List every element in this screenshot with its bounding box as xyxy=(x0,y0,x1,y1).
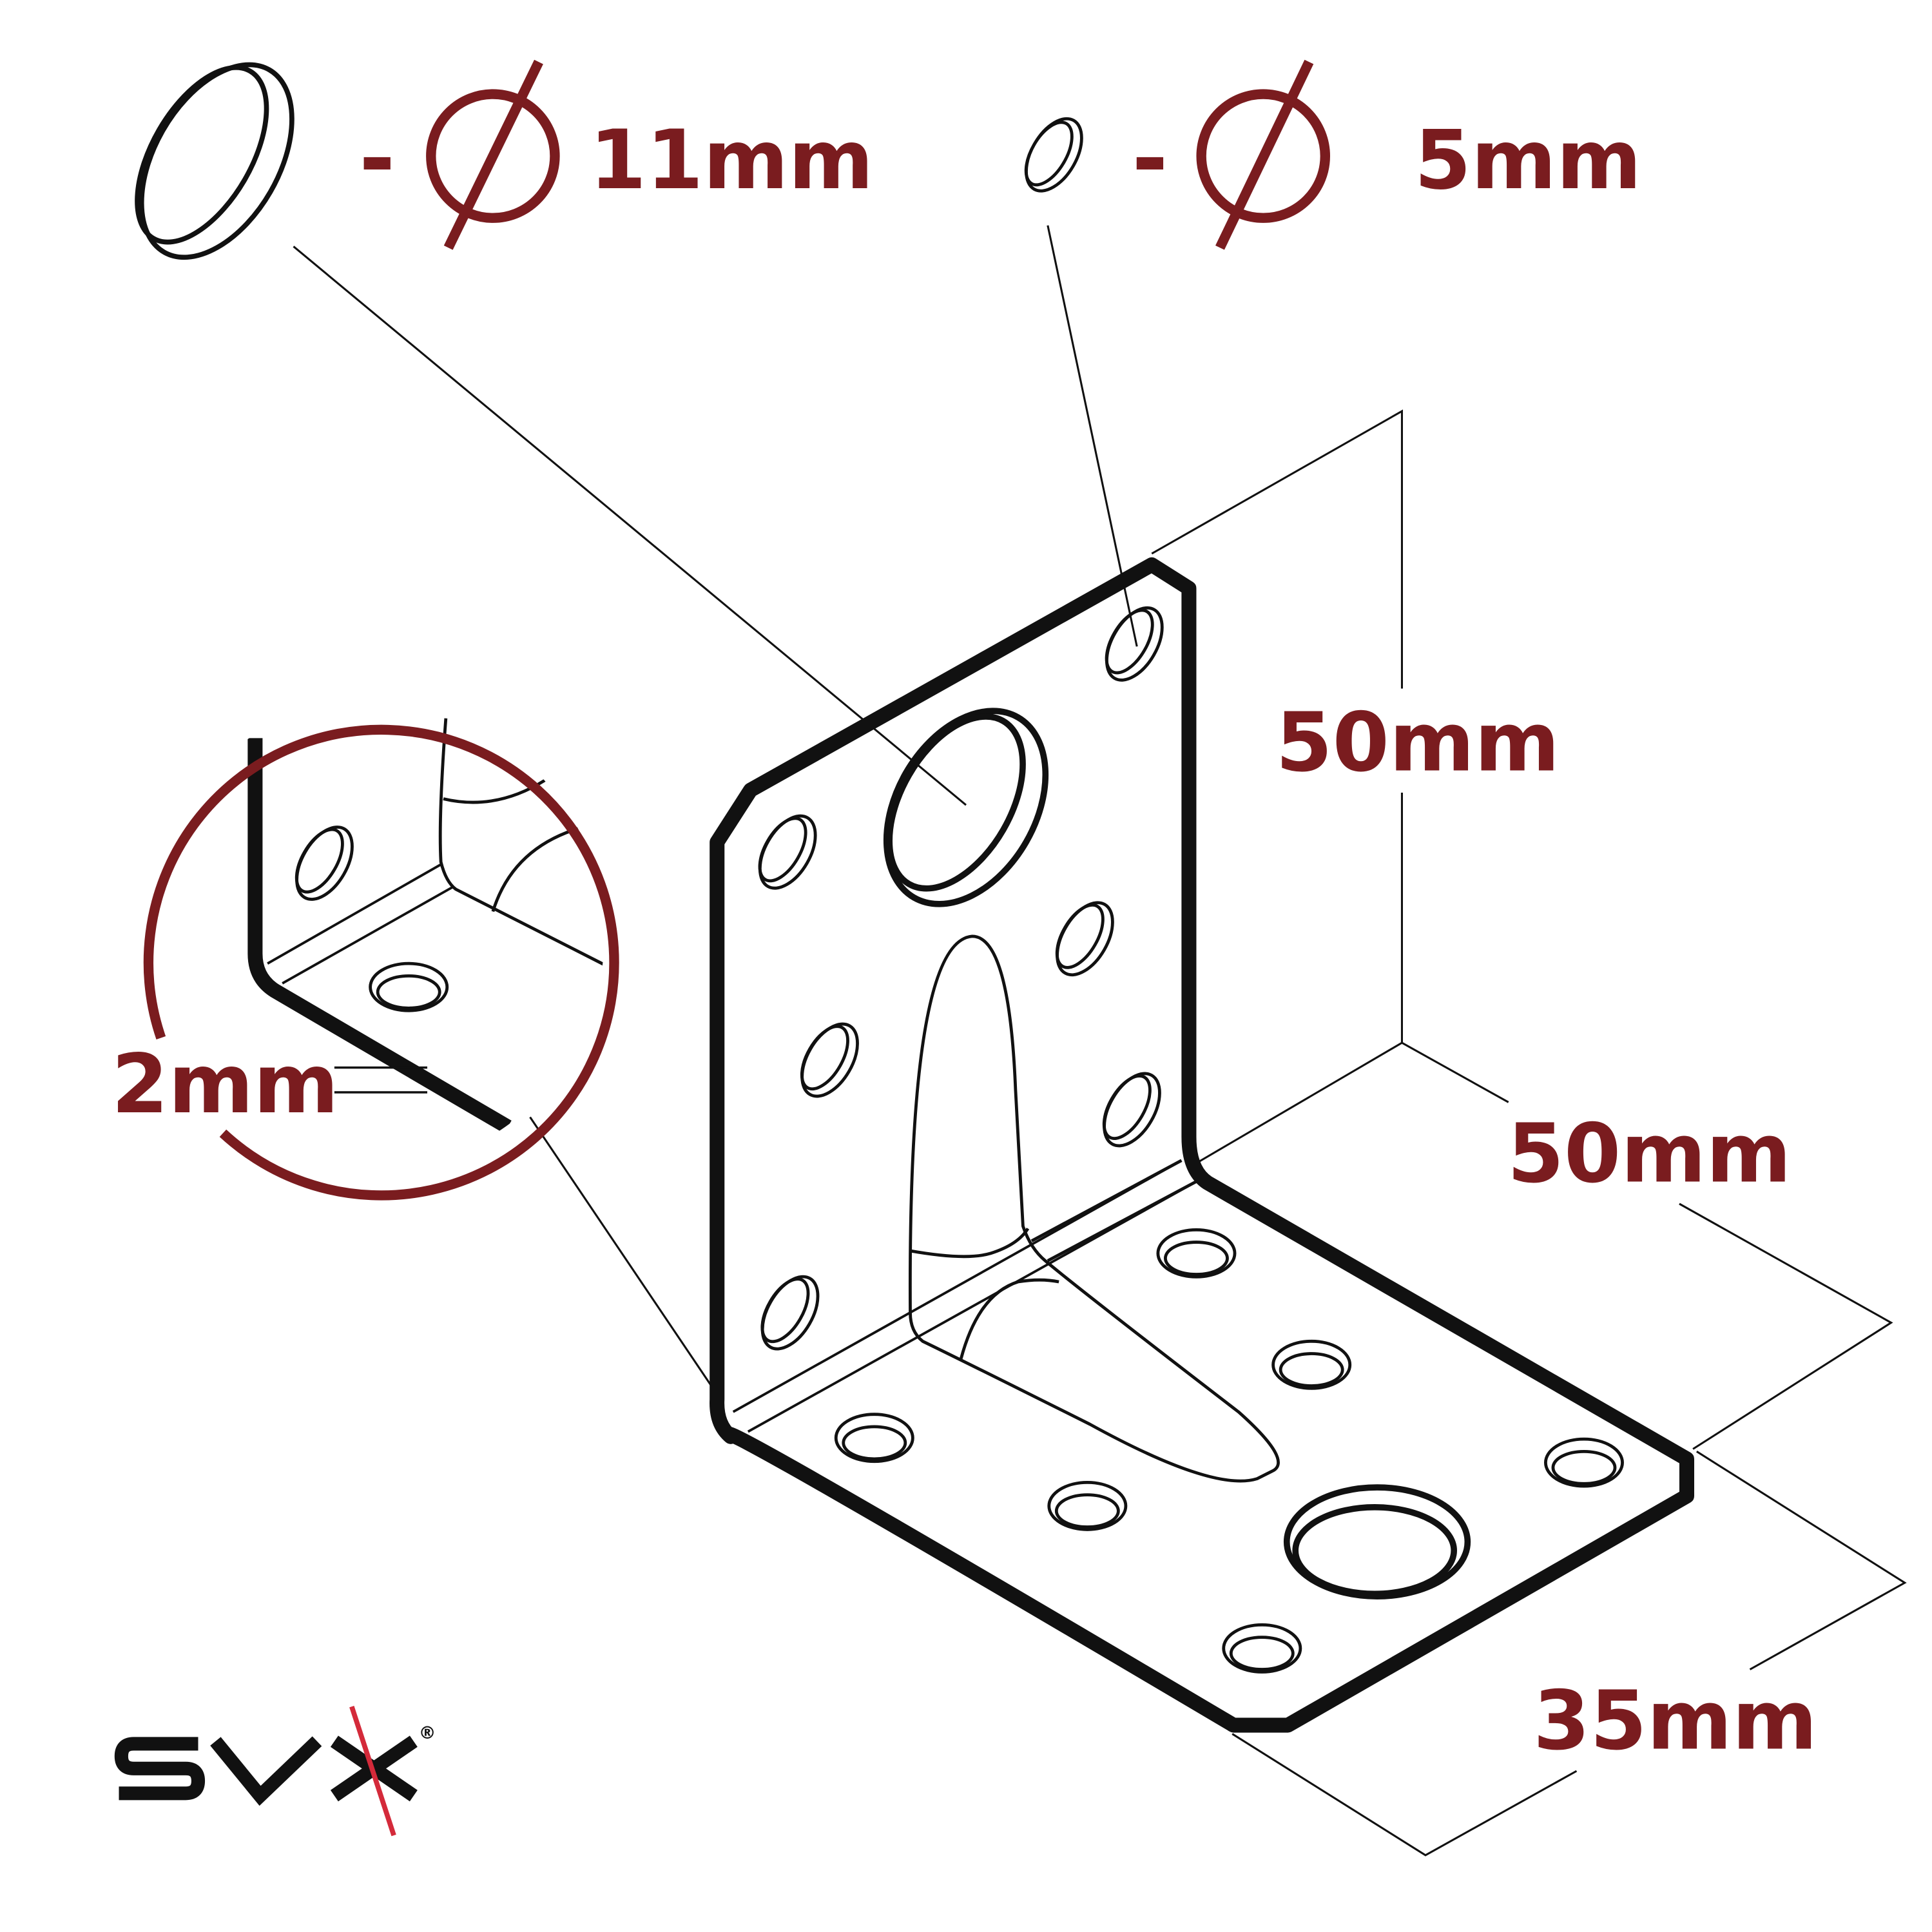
small-hole-dash: - xyxy=(1132,108,1168,209)
small-hole xyxy=(1055,901,1114,977)
small-hole xyxy=(1047,1480,1128,1531)
small-hole xyxy=(1156,1228,1237,1279)
width-dimension-label: 35mm xyxy=(1533,1673,1817,1768)
small-hole xyxy=(760,1275,820,1351)
bracket-drawing xyxy=(710,557,1695,1733)
small-hole xyxy=(834,1413,914,1463)
dimension-lines xyxy=(1151,409,1907,1857)
small-hole xyxy=(1222,1623,1302,1674)
svx-logo-mark xyxy=(114,1735,418,1806)
logo-slash-icon xyxy=(349,1706,396,1837)
fold-lines xyxy=(732,1159,1197,1433)
legend-large-hole: - 11mm xyxy=(135,59,874,260)
small-hole xyxy=(1102,1072,1161,1148)
horizontal-flange-holes xyxy=(834,1228,1624,1674)
height-dimension-label: 50mm xyxy=(1275,694,1560,789)
small-hole xyxy=(295,826,354,901)
thickness-indicator xyxy=(334,1066,428,1094)
diameter-symbol-large-icon xyxy=(426,59,560,250)
depth-dimension-label: 50mm xyxy=(1507,1105,1792,1201)
stiffener-rib xyxy=(908,934,1280,1483)
small-hole xyxy=(758,814,817,890)
registered-mark: ® xyxy=(419,1723,436,1743)
bracket-outline xyxy=(710,557,1695,1733)
vertical-flange-holes xyxy=(758,606,1164,1351)
thickness-dimension-label: 2mm xyxy=(111,1036,339,1132)
small-hole-icon xyxy=(1024,117,1083,193)
legend-small-hole: - 5mm xyxy=(1024,59,1642,250)
large-hole-size-label: 11mm xyxy=(590,112,874,208)
large-hole-dash: - xyxy=(359,108,395,209)
small-hole xyxy=(800,1022,859,1098)
small-hole xyxy=(1271,1339,1352,1390)
svx-logo: ® xyxy=(114,1706,436,1837)
small-hole xyxy=(1543,1437,1624,1488)
small-hole xyxy=(369,961,449,1012)
large-hole-horizontal xyxy=(1283,1484,1471,1599)
small-hole-size-label: 5mm xyxy=(1415,112,1642,208)
large-hole-icon xyxy=(135,62,295,260)
diameter-symbol-small-icon xyxy=(1196,59,1331,250)
small-hole xyxy=(1105,606,1164,682)
thickness-detail-zoom xyxy=(139,703,619,1201)
large-hole-vertical xyxy=(883,708,1049,907)
